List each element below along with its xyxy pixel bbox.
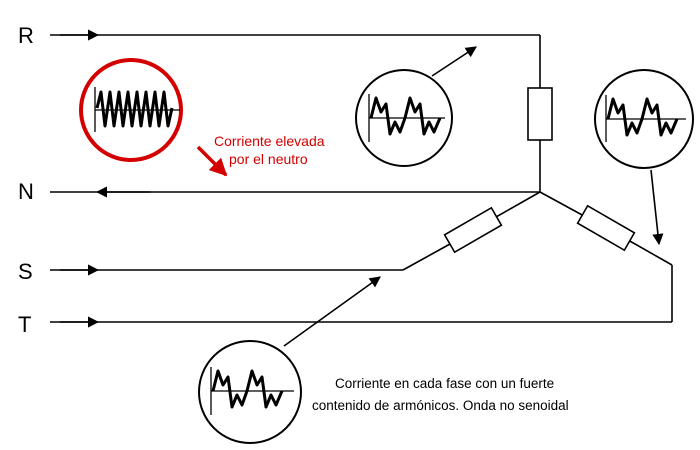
arrow-neutral-note bbox=[196, 145, 228, 177]
oscilloscope-icon-phase-s bbox=[198, 340, 302, 444]
oscilloscope-icon-phase-r bbox=[355, 69, 453, 167]
label-phase-s: S bbox=[18, 259, 33, 284]
wire-r bbox=[50, 29, 541, 192]
phase-note-line-2: contenido de armónicos. Onda no senoidal bbox=[312, 398, 569, 413]
oscilloscope-icon-phase-t bbox=[594, 69, 694, 169]
neutral-note-line-1: Corriente elevada bbox=[214, 133, 325, 149]
wire-star-s bbox=[402, 191, 541, 271]
arrow-scope-s bbox=[283, 276, 381, 347]
resistor-s bbox=[443, 206, 503, 254]
arrow-scope-t bbox=[650, 169, 664, 246]
wire-star-t bbox=[539, 191, 673, 322]
neutral-note-line-2: por el neutro bbox=[229, 151, 308, 167]
arrow-scope-r bbox=[431, 46, 477, 77]
resistor-r bbox=[527, 87, 553, 141]
label-phase-t: T bbox=[18, 312, 31, 337]
label-phase-n: N bbox=[18, 179, 34, 204]
label-phase-r: R bbox=[18, 23, 34, 48]
resistor-t bbox=[576, 204, 636, 252]
oscilloscope-icon-neutral bbox=[79, 58, 183, 162]
phase-note-line-1: Corriente en cada fase con un fuerte bbox=[335, 376, 554, 391]
